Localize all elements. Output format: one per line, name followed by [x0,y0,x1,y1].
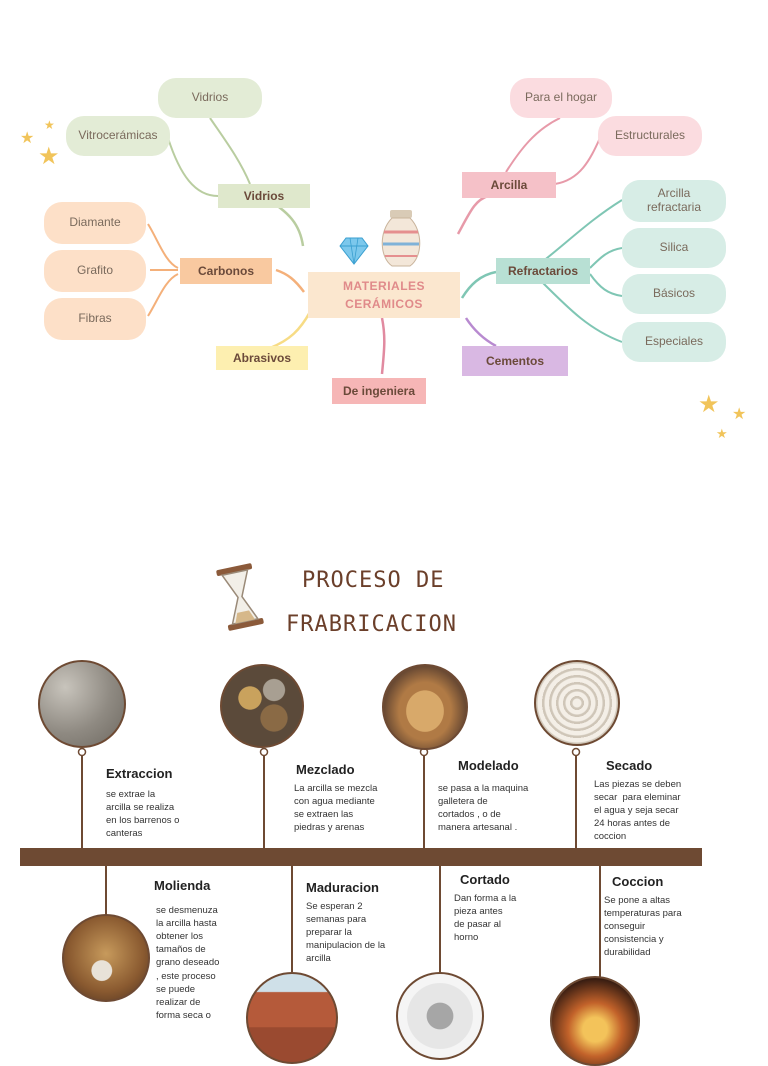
mezclado-photo [220,664,304,748]
especiales-child: Especiales [622,322,726,362]
coccion-text: Se pone a altas temperaturas para conseg… [604,895,682,959]
extraccion-title: Extraccion [106,766,173,781]
coccion-photo [550,976,640,1066]
basicos-child: Básicos [622,274,726,314]
star-icon: ★ [732,406,747,423]
molienda-photo [62,914,150,1002]
cementos-tag: Cementos [462,346,568,376]
arcilla-tag: Arcilla [462,172,556,198]
estructurales-child: Estructurales [598,116,702,156]
maduracion-title: Maduracion [306,880,379,895]
cortado-photo [396,972,484,1060]
vidrios-child: Vidrios [158,78,262,118]
extraccion-text: se extrae la arcilla se realiza en los b… [106,789,180,840]
molienda-title: Molienda [154,878,211,893]
vitroceramicas-child: Vitrocerámicas [66,116,170,156]
maduracion-text: Se esperan 2 semanas para preparar la ma… [306,901,386,965]
mezclado-title: Mezclado [296,762,355,777]
mindmap-connectors [147,117,623,375]
modelado-text: se pasa a la maquina galletera de cortad… [438,783,529,834]
refractarios-tag: Refractarios [496,258,590,284]
center-line2: CERÁMICOS [345,297,423,311]
timeline-title-line1: PROCESO DE [302,568,445,593]
timeline-lines [20,747,702,978]
ingenieria-tag: De ingeniera [332,378,426,404]
decor-icons [339,210,421,267]
hourglass-icon [216,563,264,631]
modelado-title: Modelado [458,758,519,773]
secado-text: Las piezas se deben secar para eleminar … [594,779,682,843]
vidrios-tag: Vidrios [218,184,310,208]
star-icon: ★ [716,426,728,441]
abrasivos-tag: Abrasivos [216,346,308,370]
center-line1: MATERIALES [342,279,426,293]
molienda-text: se desmenuza la arcilla hasta obtener lo… [156,905,220,1021]
star-icon: ★ [44,118,55,132]
carbonos-tag: Carbonos [180,258,272,284]
timeline-title-line2: FRABRICACION [286,612,457,637]
vase-icon [381,210,421,267]
cortado-title: Cortado [460,872,510,887]
star-icon: ★ [20,130,35,147]
coccion-title: Coccion [612,874,664,889]
center-node: MATERIALES CERÁMICOS [308,272,460,318]
diamante-child: Diamante [44,202,146,244]
maduracion-photo [246,972,338,1064]
secado-title: Secado [606,758,653,773]
star-icon: ★ [38,143,60,170]
arcilla-refractaria-child: Arcilla refractaria [622,180,726,222]
extraccion-photo [38,660,126,748]
fibras-child: Fibras [44,298,146,340]
cortado-text: Dan forma a la pieza antes de pasar al h… [454,893,517,944]
modelado-photo [382,664,468,750]
mezclado-text: La arcilla se mezcla con agua mediante s… [294,783,378,834]
secado-photo [534,660,620,746]
para-el-hogar-child: Para el hogar [510,78,612,118]
grafito-child: Grafito [44,250,146,292]
star-icon: ★ [698,391,720,418]
silica-child: Silica [622,228,726,268]
diamond-icon [339,237,369,265]
